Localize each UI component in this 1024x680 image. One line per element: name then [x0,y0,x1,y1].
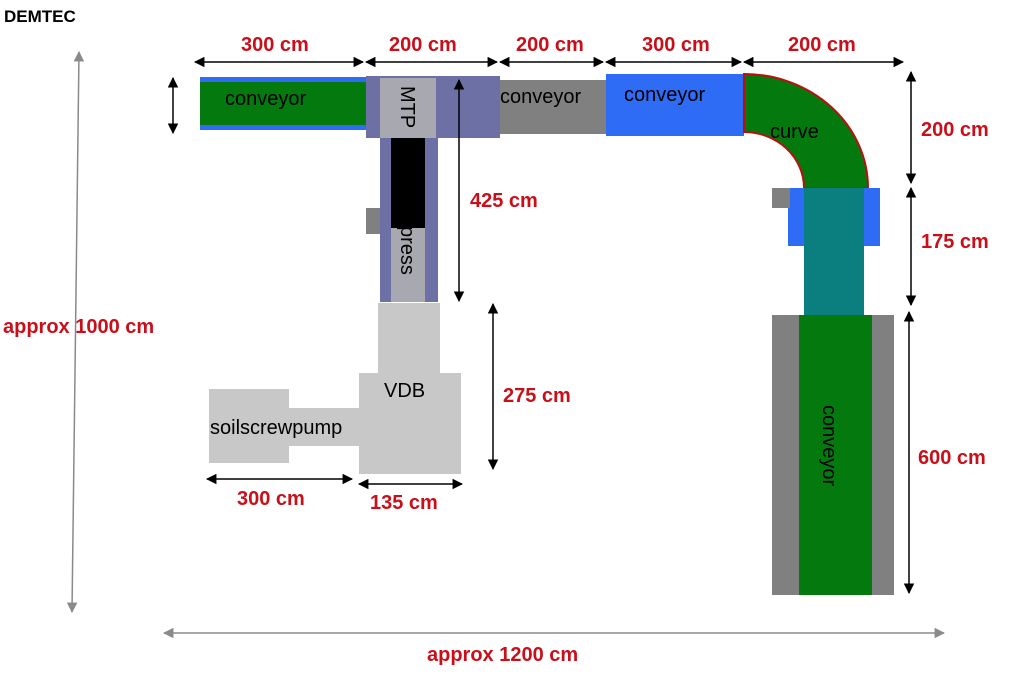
transfer-unit [772,188,880,315]
conveyor-blue: conveyor [606,74,744,136]
conveyor-curve: curve [743,72,870,189]
dim-right-1: 200 cm [921,119,989,141]
dim-top-4: 300 cm [642,34,710,56]
dim-vdb-width: 135 cm [370,492,438,514]
dimension-labels: 300 cm 200 cm 200 cm 300 cm 200 cm 425 c… [3,34,989,666]
dimension-arrows [167,56,917,595]
dim-pump-width: 300 cm [237,488,305,510]
soilscrewpump-label: soilscrewpump [210,417,342,439]
dim-total-height: approx 1000 cm [3,316,154,338]
overall-height-arrow [66,50,85,614]
conveyor-right-label: conveyor [818,405,840,486]
dim-top-2: 200 cm [389,34,457,56]
conveyor-blue-label: conveyor [624,84,705,106]
dim-vdb-height: 275 cm [503,385,571,407]
dim-top-5: 200 cm [788,34,856,56]
mtp-label: MTP [396,86,418,128]
curve-label: curve [770,121,819,143]
vdb-label: VDB [384,380,425,402]
dim-right-3: 600 cm [918,447,986,469]
conveyor-left-label: conveyor [225,88,306,110]
conveyor-left: conveyor [200,77,366,130]
mtp-press-unit: MTP press [366,76,500,302]
dim-press-length: 425 cm [470,190,538,212]
conveyor-mid-label: conveyor [500,86,581,108]
conveyor-mid: conveyor [500,80,606,134]
dim-top-1: 300 cm [241,34,309,56]
overall-arrows [66,50,946,639]
brand-title: DEMTEC [4,7,76,26]
press-label: press [396,226,418,275]
dim-top-3: 200 cm [516,34,584,56]
dim-total-width: approx 1200 cm [427,644,578,666]
vdb-unit: VDB [359,303,461,474]
soilscrewpump-unit: soilscrewpump [209,389,359,463]
conveyor-right: conveyor [772,315,894,595]
dim-right-2: 175 cm [921,231,989,253]
